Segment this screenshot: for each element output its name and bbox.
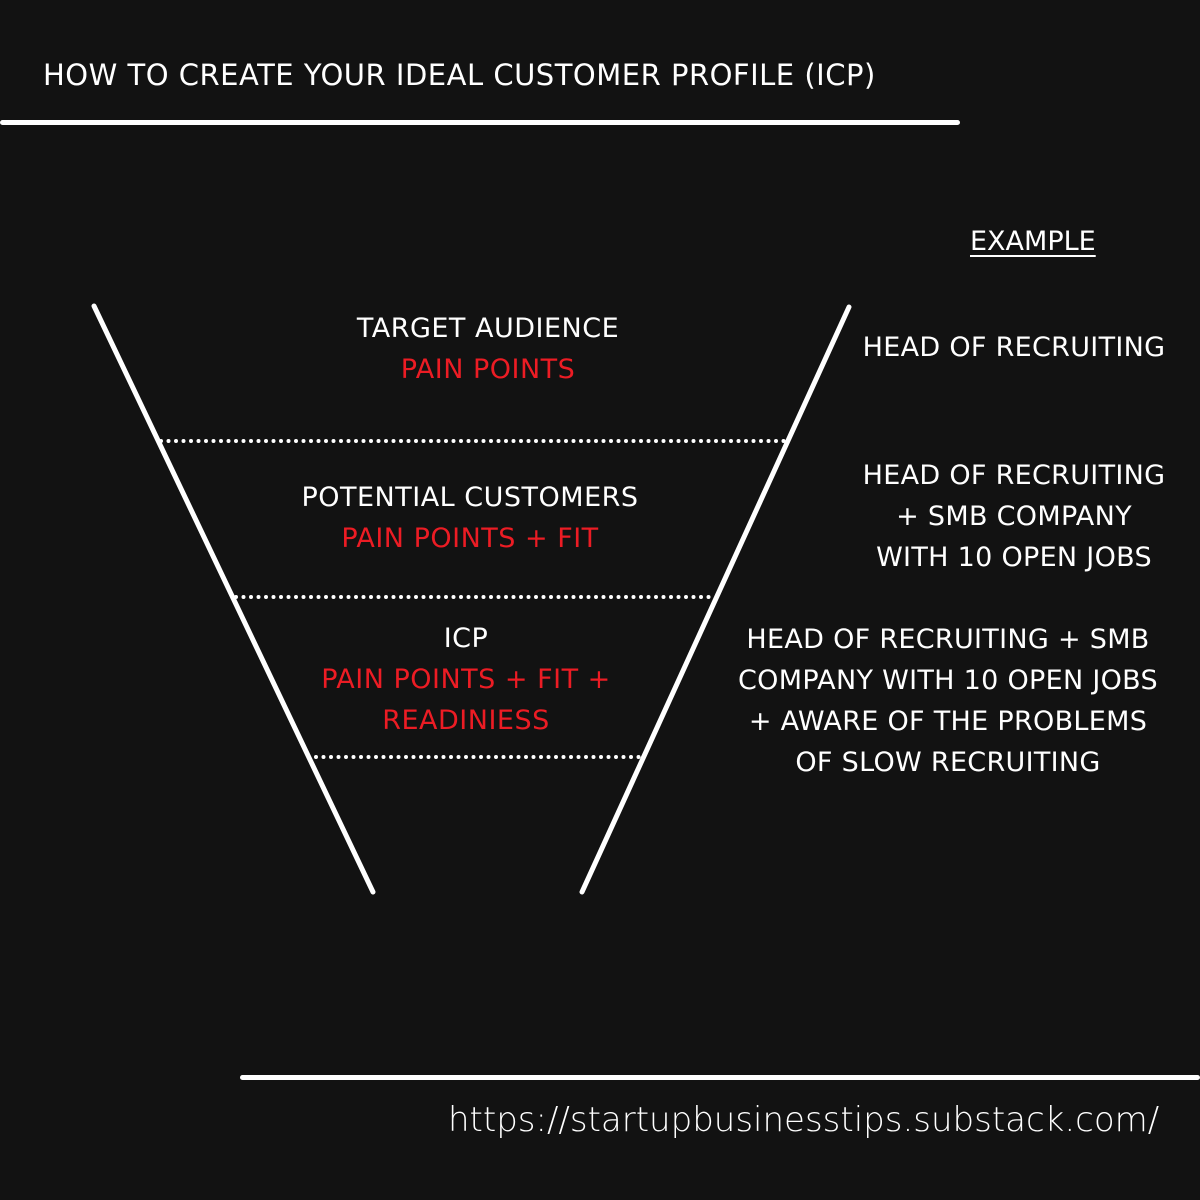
page-title: HOW TO CREATE YOUR IDEAL CUSTOMER PROFIL…: [43, 58, 876, 92]
stage-potential-customers: POTENTIAL CUSTOMERS PAIN POINTS + FIT: [270, 477, 670, 559]
stage-metric: PAIN POINTS: [400, 354, 576, 385]
example-target-audience: HEAD OF RECRUITING: [862, 332, 1166, 363]
example-potential-customers: HEAD OF RECRUITING + SMB COMPANY WITH 10…: [862, 460, 1166, 573]
funnel-right-edge: [579, 304, 852, 895]
funnel-left-edge: [91, 303, 376, 895]
stage-metric: PAIN POINTS + FIT: [341, 523, 599, 554]
stage-name: ICP: [443, 623, 489, 654]
example-icp: HEAD OF RECRUITING + SMB COMPANY WITH 10…: [738, 624, 1158, 778]
stage-icp: ICP PAIN POINTS + FIT + READINIESS: [266, 618, 666, 741]
stage-target-audience: TARGET AUDIENCE PAIN POINTS: [288, 308, 688, 390]
stage-name: POTENTIAL CUSTOMERS: [301, 482, 639, 513]
example-heading: EXAMPLE: [970, 226, 1096, 257]
title-underline: [0, 120, 960, 125]
footer-rule: [240, 1075, 1200, 1080]
stage-name: TARGET AUDIENCE: [356, 313, 620, 344]
footer-url: https://startupbusinesstips.substack.com…: [448, 1100, 1160, 1140]
stage-metric: PAIN POINTS + FIT + READINIESS: [321, 664, 611, 736]
